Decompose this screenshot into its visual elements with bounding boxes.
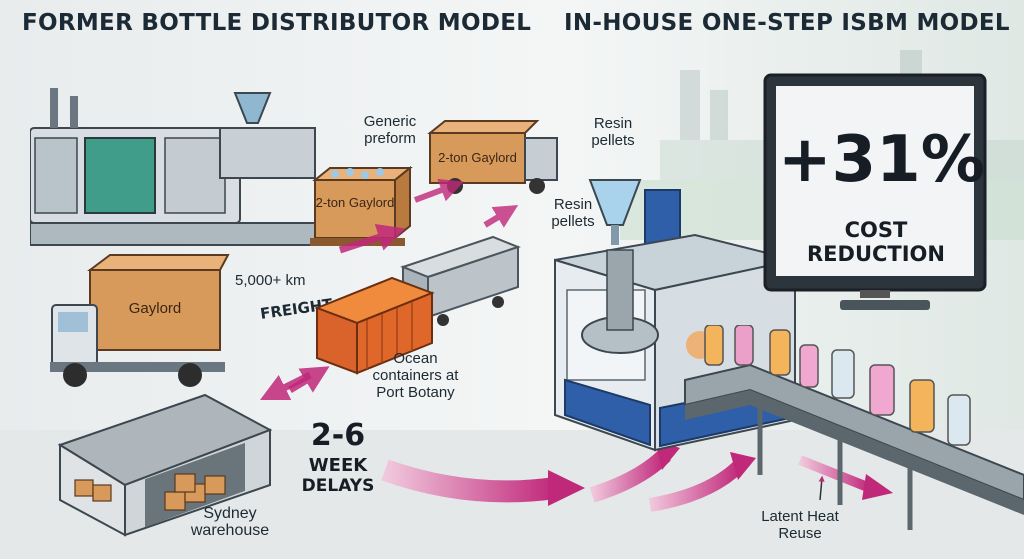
delay-value: 2-6 — [310, 418, 366, 453]
isbm-machine — [554, 179, 796, 452]
gaylord-label-2: 2-ton Gaylord — [438, 150, 517, 165]
monitor-value: +31% — [778, 123, 985, 197]
distance-label: 5,000+ km — [235, 272, 306, 289]
gaylord-label-1: 2-ton Gaylord — [315, 195, 395, 210]
gaylord-truck-label: Gaylord — [128, 300, 182, 317]
truck-top — [427, 120, 558, 194]
cost-monitor — [763, 73, 987, 298]
monitor-caption: COST REDUCTION — [807, 218, 945, 266]
truck-left — [50, 254, 230, 387]
ocean-label: Ocean containers at Port Botany — [372, 350, 459, 401]
heading-left: FORMER BOTTLE DISTRIBUTOR MODEL — [22, 10, 532, 36]
resin-label-side: Resin pellets — [551, 196, 595, 230]
injection-molding-machine — [30, 88, 321, 246]
resin-label-top: Resin pellets — [591, 115, 635, 149]
sydney-warehouse — [57, 393, 273, 537]
shipping-container — [314, 276, 435, 375]
bottle-conveyor — [684, 325, 1024, 530]
warehouse-label: Sydney warehouse — [190, 505, 270, 539]
monitor-stand — [840, 300, 930, 310]
delay-unit: WEEK — [308, 455, 368, 476]
preform-label: Generic preform — [363, 113, 417, 147]
heat-reuse-label: Latent Heat Reuse — [761, 508, 839, 542]
heading-right: IN-HOUSE ONE-STEP ISBM MODEL — [564, 10, 1010, 36]
delay-word: DELAYS — [301, 476, 375, 496]
